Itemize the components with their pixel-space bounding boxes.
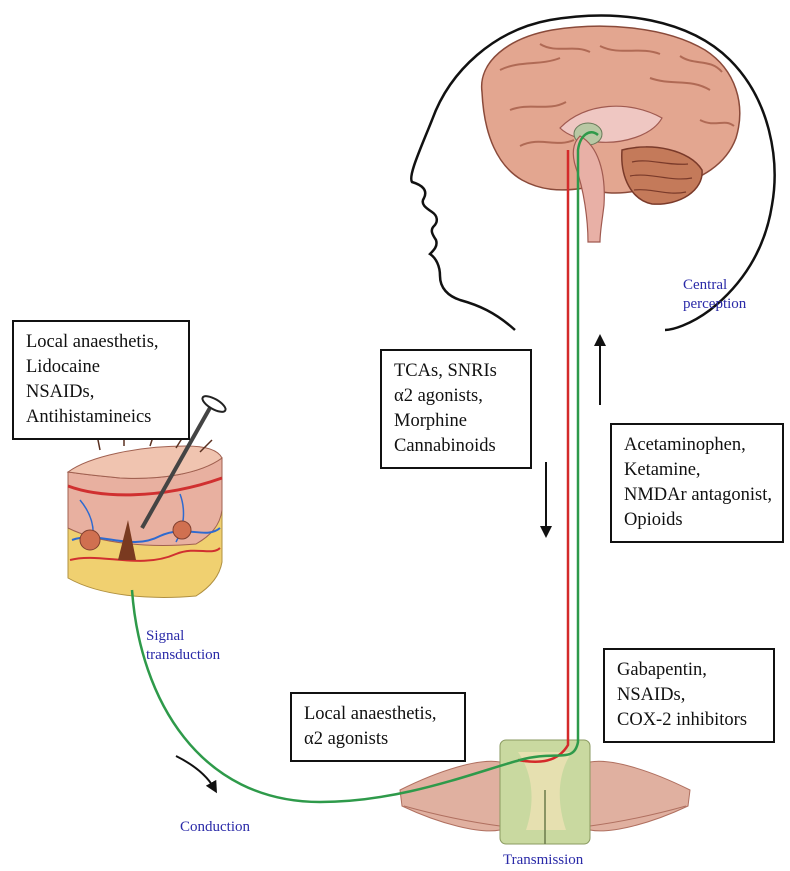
transmission-label: Transmission [503, 851, 583, 870]
descending-drug-label: TCAs, SNRIs [394, 359, 520, 384]
signal-transduction-label: Signal transduction [146, 627, 220, 665]
conduction-drug-label: α2 agonists [304, 727, 454, 752]
conduction-drug-label: Local anaesthetis, [304, 702, 454, 727]
spinal-drug-label: NSAIDs, [617, 683, 763, 708]
descending-drug-label: Cannabinoids [394, 434, 520, 459]
descending-drug-label: α2 agonists, [394, 384, 520, 409]
spinal-drug-label: COX-2 inhibitors [617, 708, 763, 733]
peripheral-drug-label: Lidocaine [26, 355, 178, 380]
ascending-drugs-box: Acetaminophen, Ketamine, NMDAr antagonis… [610, 423, 784, 543]
peripheral-drug-label: Local anaesthetis, [26, 330, 178, 355]
ascending-drug-label: Opioids [624, 508, 778, 533]
brain-illustration [482, 26, 740, 242]
ascending-drug-label: Acetaminophen, [624, 433, 778, 458]
conduction-label: Conduction [180, 818, 250, 837]
ascending-drug-label: NMDAr antagonist, [624, 483, 778, 508]
peripheral-drug-label: Antihistamineics [26, 405, 178, 430]
central-perception-label: Central perception [683, 276, 746, 314]
descending-drug-label: Morphine [394, 409, 520, 434]
skin-tissue-illustration [68, 422, 222, 597]
conduction-direction-arrow [176, 756, 214, 788]
conduction-drugs-box: Local anaesthetis, α2 agonists [290, 692, 466, 762]
ascending-drug-label: Ketamine, [624, 458, 778, 483]
spinal-drug-label: Gabapentin, [617, 658, 763, 683]
peripheral-drugs-box: Local anaesthetis, Lidocaine NSAIDs, Ant… [12, 320, 190, 440]
descending-drugs-box: TCAs, SNRIs α2 agonists, Morphine Cannab… [380, 349, 532, 469]
peripheral-drug-label: NSAIDs, [26, 380, 178, 405]
spinal-drugs-box: Gabapentin, NSAIDs, COX-2 inhibitors [603, 648, 775, 743]
